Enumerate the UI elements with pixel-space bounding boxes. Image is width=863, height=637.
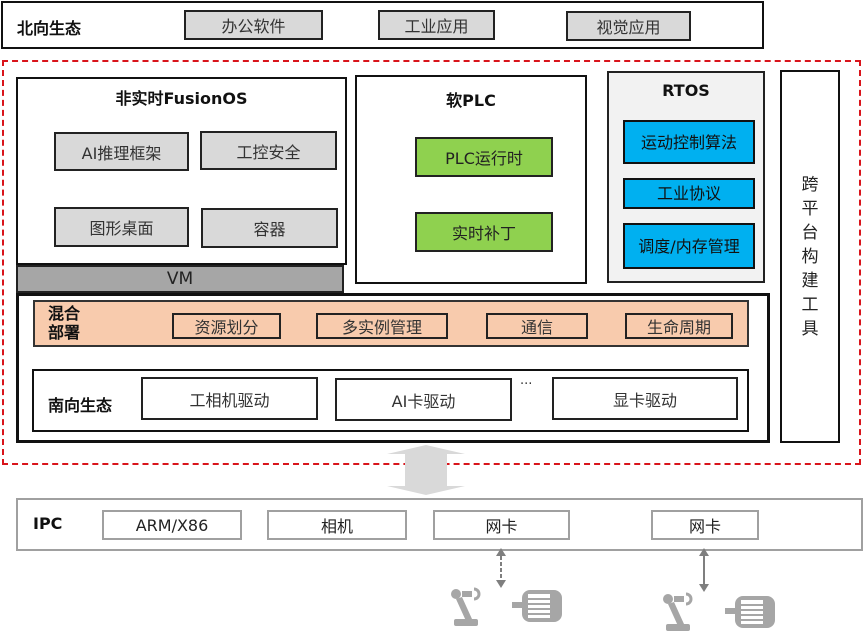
module-container: 容器 [201, 208, 338, 248]
southbound-title: 南向生态 [48, 396, 113, 415]
module-industrial-protocol: 工业协议 [623, 178, 755, 209]
driver-ai-card: AI卡驱动 [335, 378, 512, 421]
nic2-link-arrow-icon [699, 548, 709, 592]
ipc-nic-1: 网卡 [433, 510, 570, 540]
ipc-hardware-panel: IPC ARM/X86 相机 网卡 网卡 [16, 498, 863, 551]
module-plc-runtime: PLC运行时 [415, 137, 553, 177]
ipc-title: IPC [33, 514, 63, 533]
driver-graphics-card: 显卡驱动 [552, 377, 738, 420]
northbound-ecosystem-panel: 北向生态 办公软件 工业应用 视觉应用 [1, 1, 764, 49]
robot-arm-icon [451, 587, 481, 626]
hybrid-title: 混合部署 [48, 304, 81, 342]
hybrid-resource-partition: 资源划分 [172, 313, 281, 339]
bidirectional-arrow-icon [387, 445, 465, 495]
rtos-title: RTOS [662, 81, 710, 100]
ipc-camera: 相机 [267, 510, 407, 540]
cross-platform-build-tools: 跨平台构建工具 [780, 70, 840, 443]
vm-layer: VM [16, 265, 344, 293]
hybrid-multi-instance: 多实例管理 [316, 313, 448, 339]
module-graphic-desktop: 图形桌面 [54, 207, 189, 247]
rtos-panel: RTOS 运动控制算法 工业协议 调度/内存管理 [607, 71, 765, 283]
fusionos-title: 非实时FusionOS [115, 89, 248, 108]
driver-ellipsis: ... [520, 373, 533, 388]
motor-icon [512, 590, 562, 622]
nic1-link-arrow-icon [496, 548, 506, 588]
app-industrial: 工业应用 [378, 10, 495, 40]
soft-plc-title: 软PLC [446, 91, 496, 110]
hybrid-deployment-panel: 混合部署 资源划分 多实例管理 通信 生命周期 [33, 300, 749, 347]
northbound-title: 北向生态 [17, 19, 82, 38]
hybrid-communication: 通信 [486, 313, 588, 339]
fusionos-panel: 非实时FusionOS AI推理框架 工控安全 图形桌面 容器 [16, 77, 347, 265]
motor-icon [725, 596, 775, 628]
robot-arm-icon [663, 592, 693, 631]
cross-platform-label: 跨平台构建工具 [801, 174, 819, 339]
ipc-nic-2: 网卡 [651, 510, 759, 540]
app-vision: 视觉应用 [566, 11, 691, 41]
module-scheduling-memory: 调度/内存管理 [623, 223, 755, 269]
southbound-ecosystem-panel: 南向生态 工相机驱动 AI卡驱动 ... 显卡驱动 [32, 369, 749, 432]
soft-plc-panel: 软PLC PLC运行时 实时补丁 [355, 75, 587, 284]
app-office-software: 办公软件 [184, 10, 323, 40]
module-ics-security: 工控安全 [200, 131, 337, 170]
module-motion-control: 运动控制算法 [623, 120, 755, 164]
module-ai-inference: AI推理框架 [54, 132, 189, 171]
ipc-arm-x86: ARM/X86 [102, 510, 242, 540]
module-realtime-patch: 实时补丁 [415, 212, 553, 252]
hybrid-lifecycle: 生命周期 [625, 313, 733, 339]
driver-industrial-camera: 工相机驱动 [141, 377, 318, 420]
